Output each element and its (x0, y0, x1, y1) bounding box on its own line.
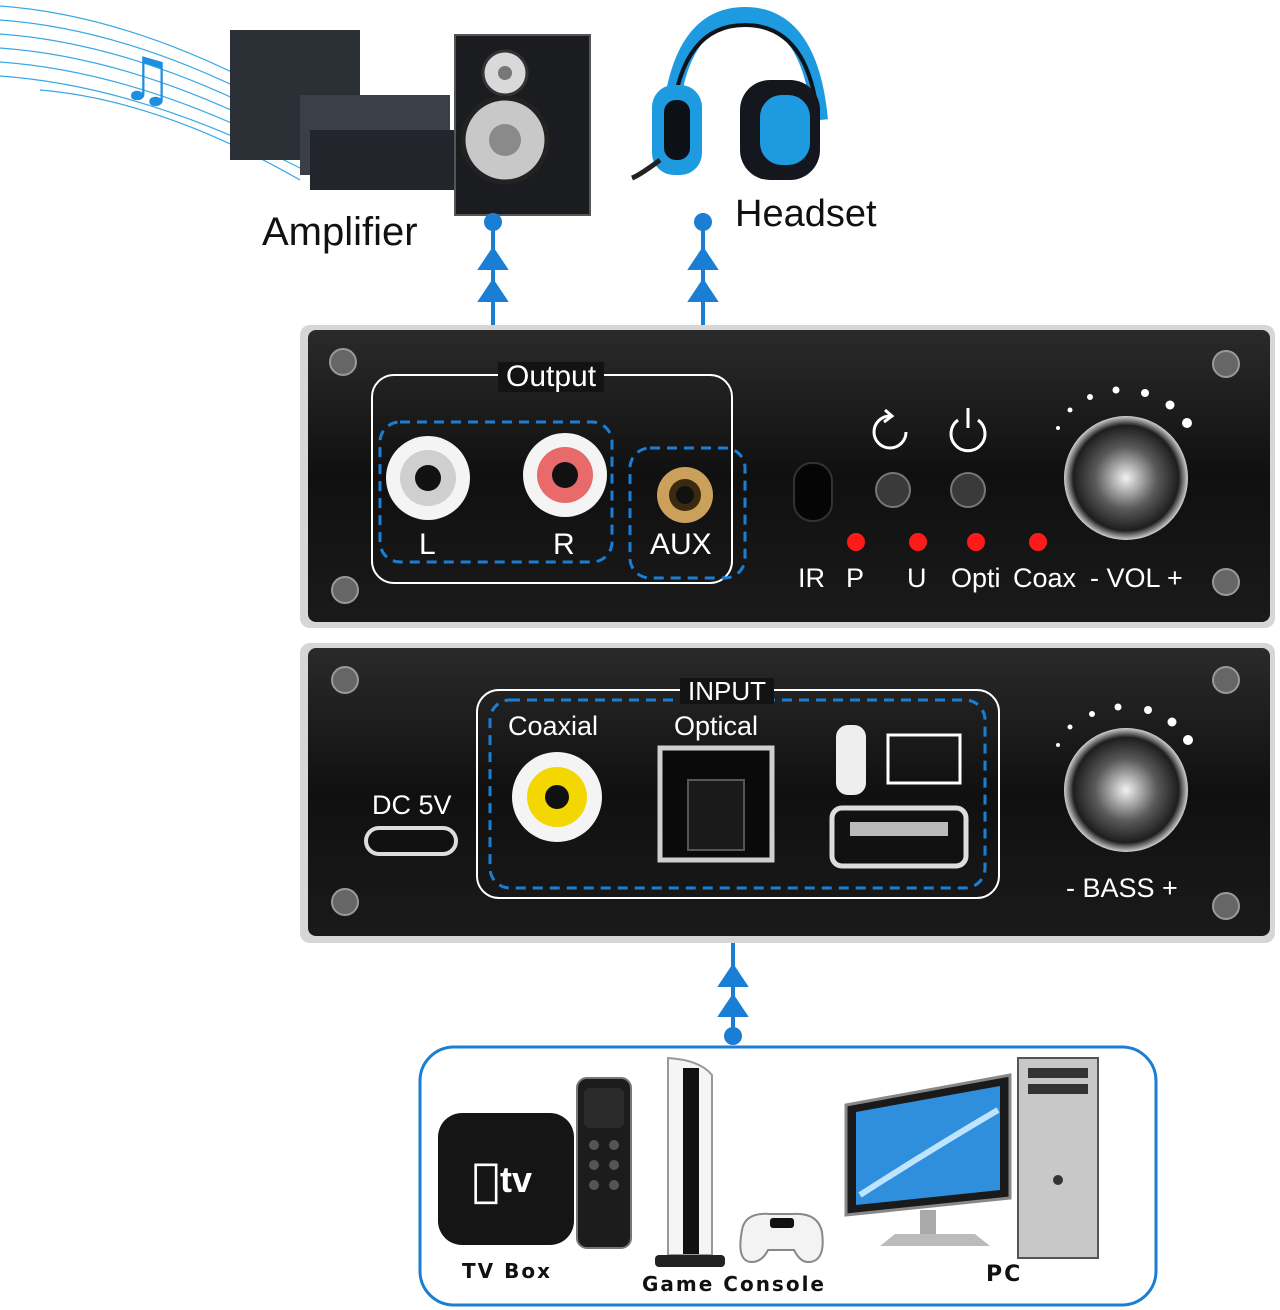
dc-power-label: DC 5V (372, 790, 452, 820)
tv-box-label: TV Box (462, 1259, 552, 1283)
svg-text:♫: ♫ (120, 45, 174, 115)
u-label: U (907, 563, 927, 593)
right-channel-label: R (553, 528, 575, 561)
pc-label: PC (986, 1262, 1023, 1287)
coaxial-label: Coaxial (508, 711, 599, 741)
headset-label: Headset (735, 193, 877, 235)
p-label: P (846, 563, 865, 593)
opti-label: Opti (951, 563, 1001, 593)
bass-label: - BASS + (1066, 873, 1178, 903)
output-label: Output (498, 362, 605, 392)
vol-label: - VOL + (1090, 563, 1183, 593)
game-console-label: Game Console (642, 1272, 826, 1296)
coax-label: Coax (1013, 563, 1077, 593)
svg-text::  (472, 1153, 500, 1207)
tv-box-logo: tv (500, 1159, 533, 1200)
left-channel-label: L (419, 528, 436, 561)
optical-label: Optical (674, 711, 759, 741)
amplifier-label: Amplifier (262, 210, 418, 254)
aux-label: AUX (650, 528, 712, 561)
ir-label: IR (798, 563, 825, 593)
input-label: INPUT (680, 678, 774, 704)
